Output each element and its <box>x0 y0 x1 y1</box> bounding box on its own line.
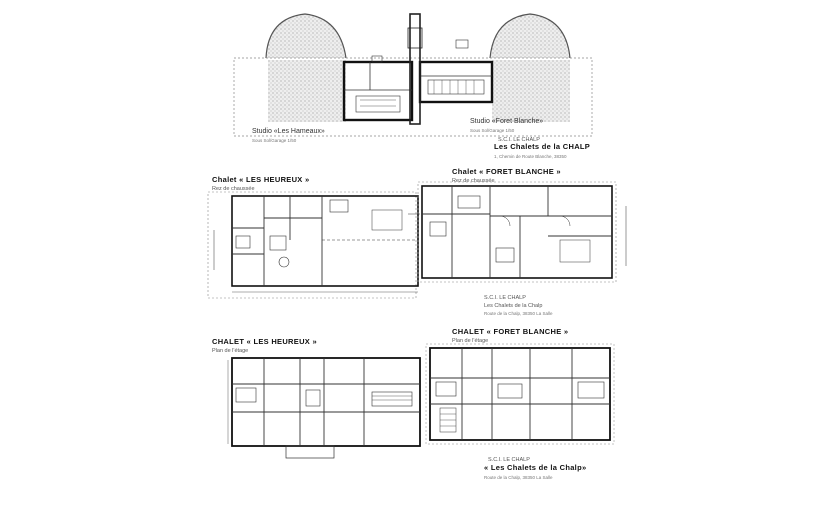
middle-owner-line1: S.C.I. LE CHALP <box>484 295 526 301</box>
basement-plan <box>233 13 593 137</box>
top-owner-line2: Les Chalets de la CHALP <box>494 142 591 151</box>
upper-left-title: CHALET « LES HEUREUX » <box>212 337 317 346</box>
basement-left-caption: Studio «Les Hameaux» <box>252 128 325 135</box>
ground-floor-plan <box>207 181 627 299</box>
upper-right-sub: Plan de l'étage <box>452 338 489 344</box>
upper-left-sub: Plan de l'étage <box>212 348 249 354</box>
ground-right-title: Chalet « FORET BLANCHE » <box>452 167 561 176</box>
bottom-owner-line2: « Les Chalets de la Chalp» <box>484 463 587 472</box>
basement-left-caption-sub: Sous Sol/Garage 1/50 <box>252 138 297 143</box>
ground-right-sub: Rez de chaussée <box>452 178 495 184</box>
ground-left-sub: Rez de chaussée <box>212 186 255 192</box>
middle-owner-line2: Les Chalets de la Chalp <box>484 303 543 309</box>
upper-right-title: CHALET « FORET BLANCHE » <box>452 327 569 336</box>
basement-right-caption-sub: Sous Sol/Garage 1/50 <box>470 128 515 133</box>
bottom-owner-line1: S.C.I. LE CHALP <box>488 457 530 463</box>
top-owner-line3: 1, Chemin de Route Blanche, 38350 <box>494 154 567 159</box>
ground-left-title: Chalet « LES HEUREUX » <box>212 175 310 184</box>
middle-owner-line3: Route de la Chalp, 38350 La Salle <box>484 311 553 316</box>
upper-floor-plan <box>227 343 615 459</box>
top-owner-line1: S.C.I. LE CHALP <box>498 137 540 143</box>
basement-right-caption: Studio «Foret Blanche» <box>470 118 544 125</box>
bottom-owner-line3: Route de la Chalp, 38350 La Salle <box>484 475 553 480</box>
